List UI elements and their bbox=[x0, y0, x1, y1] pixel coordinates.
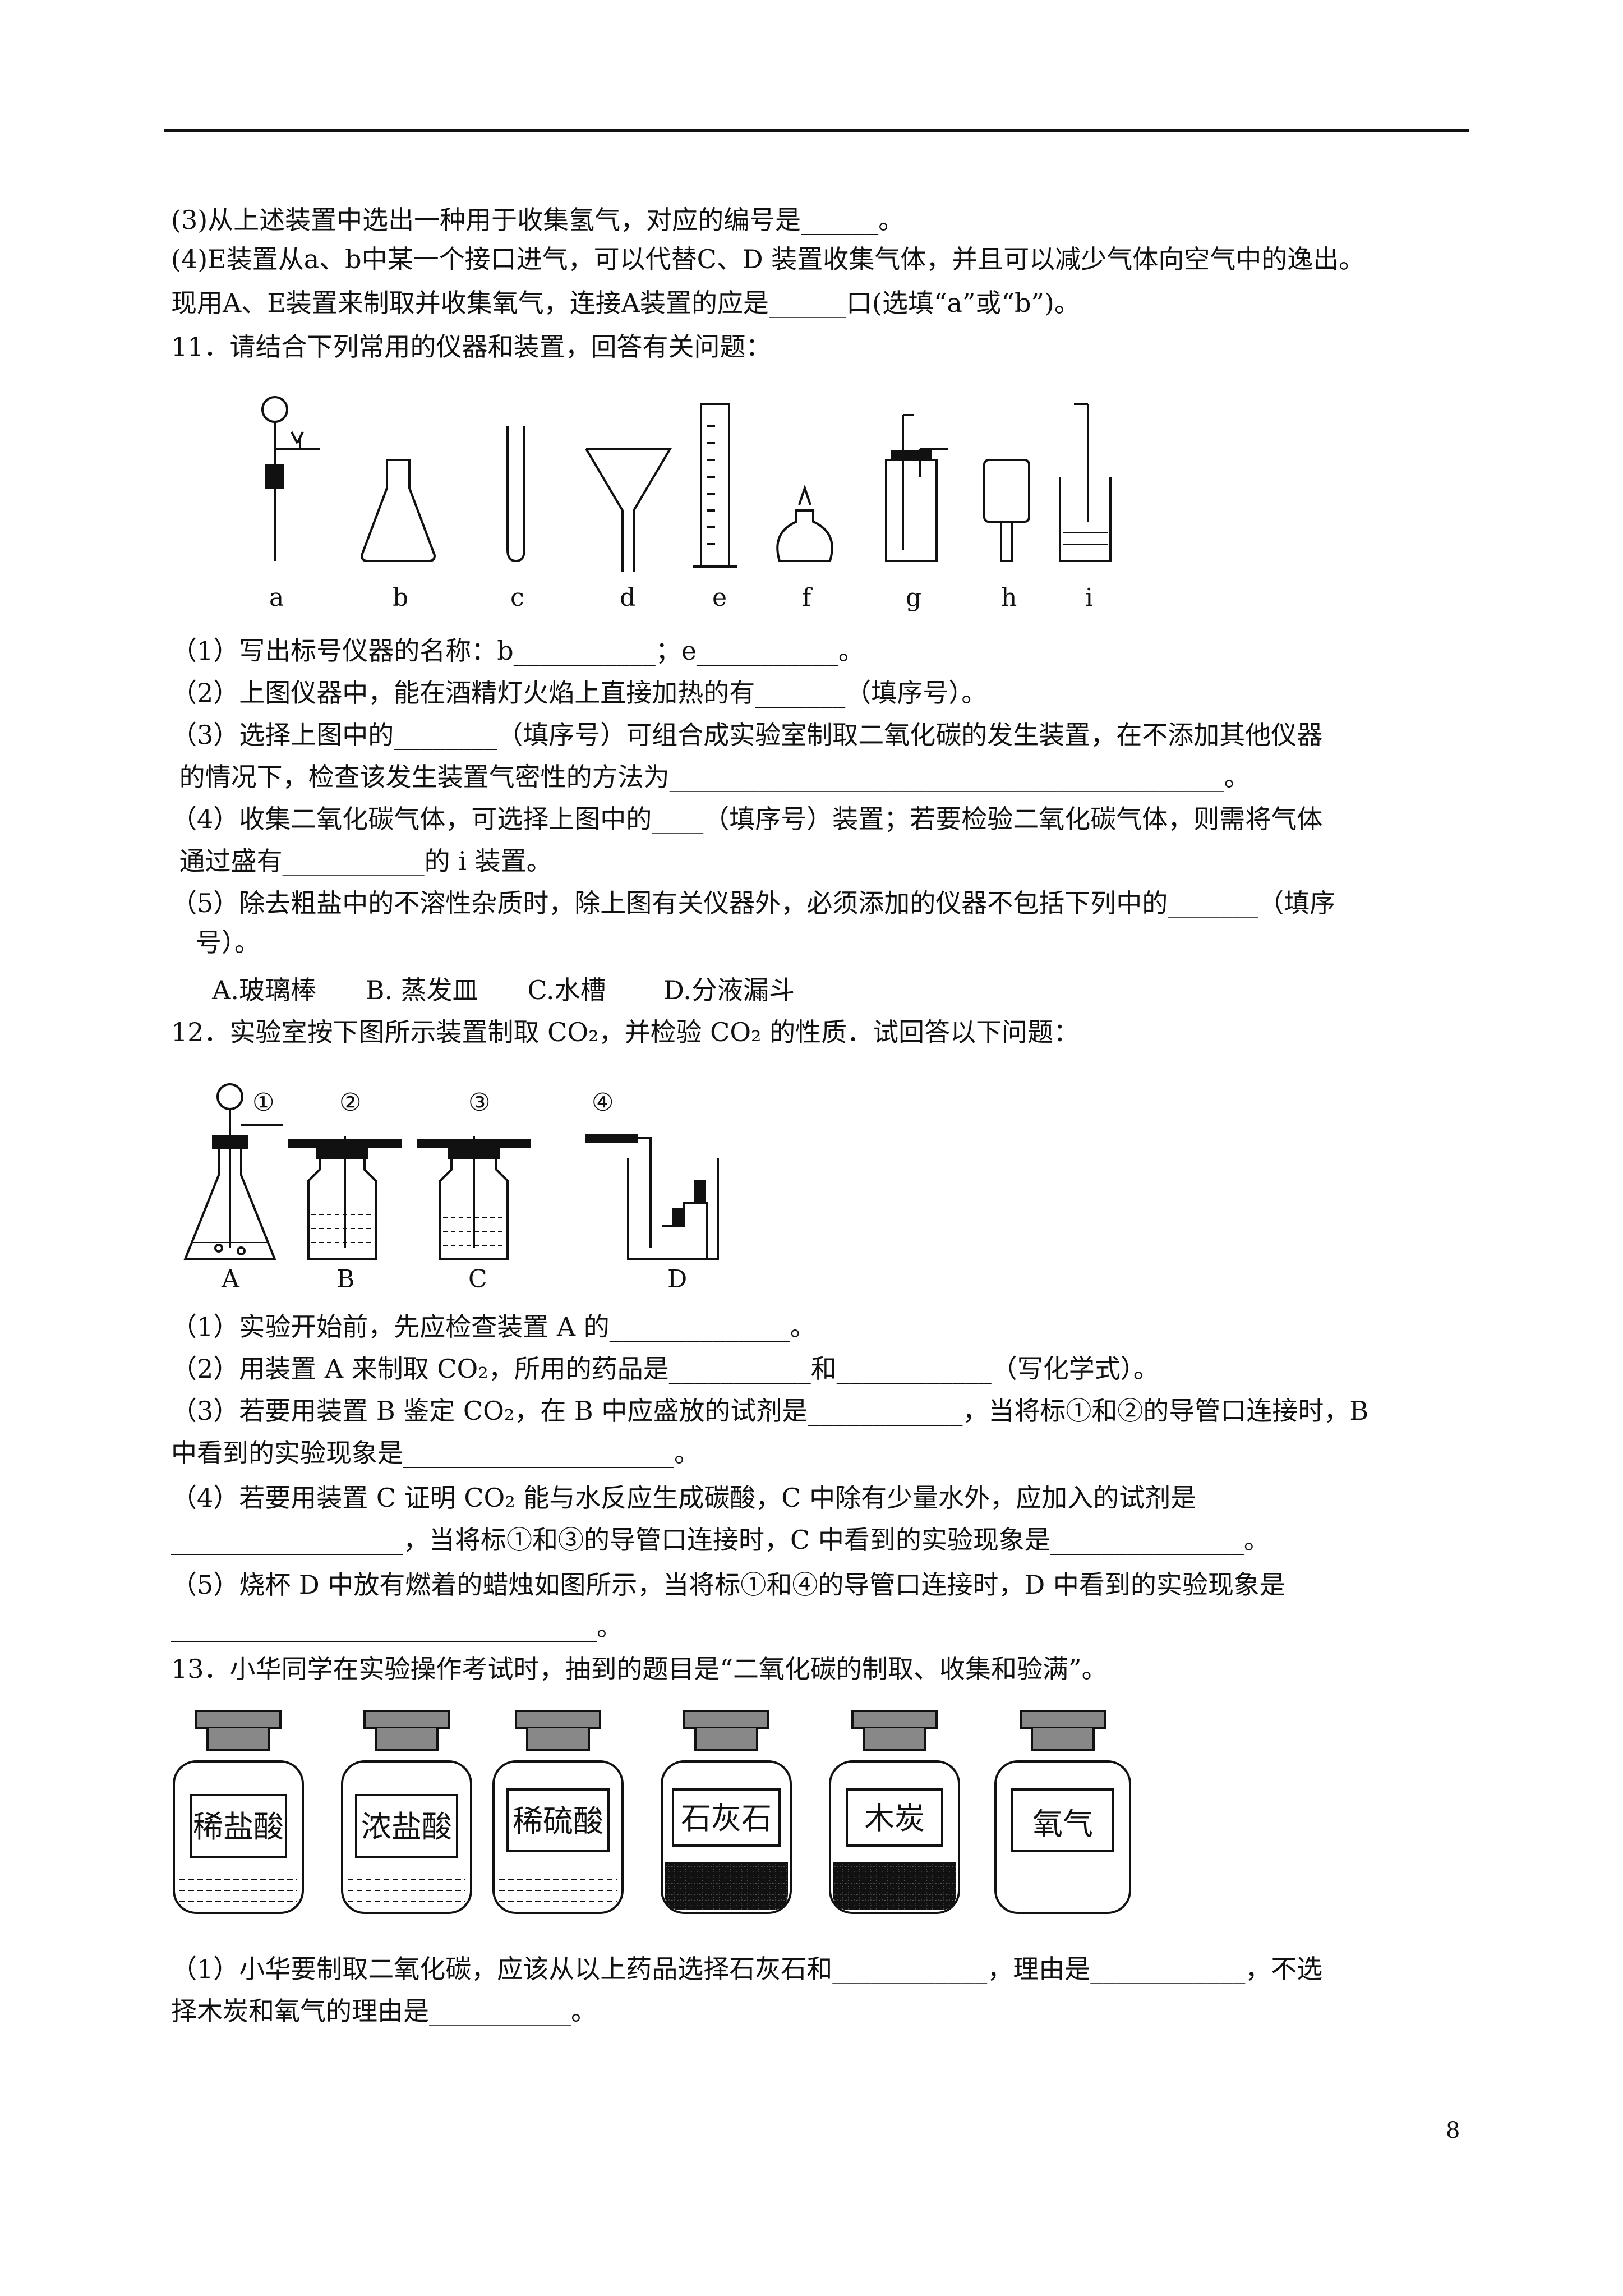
jar-label-6: 氧气 bbox=[1032, 1806, 1093, 1842]
label-h: h bbox=[1001, 583, 1017, 612]
instrument-i-beaker bbox=[1059, 403, 1112, 562]
question-12-part-4-cont: __________________，当将标①和③的导管口连接时，C 中看到的实… bbox=[171, 1525, 1270, 1555]
instrument-a-separatory-funnel bbox=[261, 396, 320, 561]
jar-label-1: 稀盐酸 bbox=[193, 1809, 284, 1844]
label-D: D bbox=[667, 1265, 687, 1293]
jar-label-3: 稀硫酸 bbox=[513, 1803, 603, 1839]
page-number: 8 bbox=[1446, 2118, 1460, 2143]
question-10-part-4-cont: 现用A、E装置来制取并收集氧气，连接A装置的应是______口(选填“a”或“b… bbox=[171, 288, 1080, 318]
instrument-g-gas-bottle bbox=[885, 414, 948, 562]
header-rule bbox=[164, 129, 1469, 132]
jar-label-5: 木炭 bbox=[864, 1801, 925, 1836]
figure-12-apparatus: ① ② ③ ④ A B C D bbox=[179, 1080, 796, 1293]
question-11-part-4-cont: 通过盛有___________的 i 装置。 bbox=[171, 846, 552, 876]
jar-4 bbox=[661, 1710, 792, 1914]
question-11-part-1: （1）写出标号仪器的名称：b___________；e___________。 bbox=[171, 636, 864, 666]
question-10-part-3: (3)从上述装置中选出一种用于收集氢气，对应的编号是______。 bbox=[171, 205, 905, 235]
instrument-d-funnel bbox=[585, 448, 672, 572]
label-i: i bbox=[1085, 583, 1093, 612]
label-C: C bbox=[468, 1265, 487, 1293]
jar-label-4: 石灰石 bbox=[681, 1801, 772, 1836]
question-13-part-1: （1）小华要制取二氧化碳，应该从以上药品选择石灰石和____________，理… bbox=[171, 1954, 1323, 1984]
question-11-part-3-cont: 的情况下，检查该发生装置气密性的方法为_____________________… bbox=[171, 762, 1250, 792]
question-12-part-5-cont: _________________________________。 bbox=[171, 1612, 623, 1642]
figure-13-reagent-jars: 稀盐酸 浓盐酸 稀硫酸 石灰石 木炭 氧气 bbox=[171, 1700, 1169, 1924]
marker-1: ① bbox=[252, 1088, 274, 1117]
question-11-part-5-cont: 号）。 bbox=[171, 927, 260, 958]
apparatus-C bbox=[417, 1136, 531, 1260]
question-11-part-3: （3）选择上图中的________（填序号）可组合成实验室制取二氧化碳的发生装置… bbox=[171, 720, 1323, 750]
label-b: b bbox=[393, 583, 408, 612]
marker-3: ③ bbox=[468, 1088, 490, 1117]
jar-5 bbox=[829, 1710, 960, 1914]
question-12-part-4: （4）若要用装置 C 证明 CO₂ 能与水反应生成碳酸，C 中除有少量水外，应加… bbox=[171, 1483, 1197, 1513]
instrument-c-test-tube bbox=[506, 426, 525, 563]
label-e: e bbox=[712, 583, 727, 612]
jar-6 bbox=[994, 1710, 1131, 1914]
marker-2: ② bbox=[339, 1088, 361, 1117]
marker-4: ④ bbox=[592, 1088, 614, 1117]
question-12-part-1: （1）实验开始前，先应检查装置 A 的______________。 bbox=[171, 1312, 816, 1342]
jar-1 bbox=[173, 1710, 304, 1914]
question-12-stem: 12．实验室按下图所示装置制取 CO₂，并检验 CO₂ 的性质．试回答以下问题： bbox=[171, 1017, 1080, 1047]
question-12-part-3-cont: 中看到的实验现象是_____________________。 bbox=[171, 1438, 700, 1468]
jar-2 bbox=[341, 1710, 472, 1914]
apparatus-D bbox=[585, 1134, 719, 1260]
question-12-part-5: （5）烧杯 D 中放有燃着的蜡烛如图所示，当将标①和④的导管口连接时，D 中看到… bbox=[171, 1570, 1285, 1600]
label-a: a bbox=[269, 583, 284, 612]
label-c: c bbox=[510, 583, 524, 612]
question-13-stem: 13．小华同学在实验操作考试时，抽到的题目是“二氧化碳的制取、收集和验满”。 bbox=[171, 1654, 1108, 1684]
figure-11-instruments: a b c d e f g h i bbox=[247, 393, 1200, 617]
question-11-part-4: （4）收集二氧化碳气体，可选择上图中的____（填序号）装置；若要检验二氧化碳气… bbox=[171, 804, 1323, 834]
instrument-e-measuring-cylinder bbox=[693, 403, 737, 568]
label-A: A bbox=[221, 1265, 240, 1293]
question-11-options: A.玻璃棒 B. 蒸发皿 C.水槽 D.分液漏斗 bbox=[171, 975, 795, 1005]
apparatus-B bbox=[288, 1136, 402, 1260]
instrument-b-conical-flask bbox=[360, 459, 436, 562]
question-11-part-5: （5）除去粗盐中的不溶性杂质时，除上图有关仪器外，必须添加的仪器不包括下列中的_… bbox=[171, 888, 1336, 918]
question-10-part-4: (4)E装置从a、b中某一个接口进气，可以代替C、D 装置收集气体，并且可以减少… bbox=[171, 244, 1365, 274]
question-13-part-1-cont: 择木炭和氧气的理由是___________。 bbox=[171, 1996, 597, 2026]
question-11-stem: 11．请结合下列常用的仪器和装置，回答有关问题： bbox=[171, 332, 772, 362]
question-12-part-3: （3）若要用装置 B 鉴定 CO₂，在 B 中应盛放的试剂是__________… bbox=[171, 1396, 1369, 1426]
label-B: B bbox=[336, 1265, 354, 1293]
apparatus-A bbox=[183, 1083, 283, 1260]
instrument-h-inverted-bottle bbox=[983, 459, 1030, 562]
question-12-part-2: （2）用装置 A 来制取 CO₂，所用的药品是___________和_____… bbox=[171, 1354, 1159, 1384]
label-d: d bbox=[620, 583, 635, 612]
jar-3 bbox=[492, 1710, 624, 1914]
jar-label-2: 浓盐酸 bbox=[361, 1809, 452, 1844]
label-g: g bbox=[906, 583, 921, 612]
question-11-part-2: （2）上图仪器中，能在酒精灯火焰上直接加热的有_______（填序号）。 bbox=[171, 678, 988, 708]
label-f: f bbox=[802, 583, 813, 612]
instrument-f-alcohol-lamp bbox=[776, 484, 833, 562]
